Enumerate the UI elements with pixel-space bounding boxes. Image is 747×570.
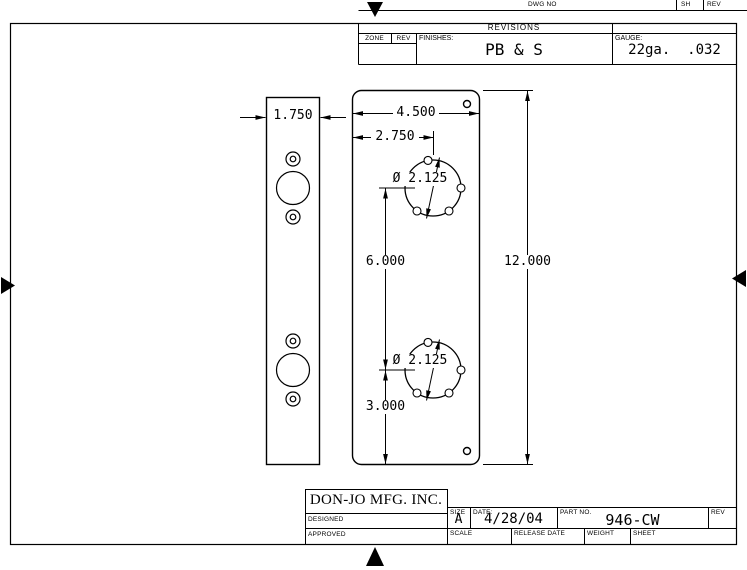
- center-mark-left: [1, 277, 15, 294]
- rev-label-bottom: REV: [711, 509, 725, 516]
- front-view-plate-outline: [351, 89, 481, 466]
- title-block-lines: [305, 489, 737, 545]
- corner-hole-bottom: [462, 446, 472, 456]
- revisions-title: REVISIONS: [487, 23, 541, 32]
- corner-hole-top: [462, 99, 472, 109]
- dimension-lines: [240, 90, 533, 465]
- dwg-no-label: DWG NO: [528, 1, 557, 8]
- side-view-plate-outline: [265, 96, 321, 466]
- part-no-label: PART NO.: [560, 509, 592, 516]
- date-value: 4/28/04: [483, 511, 543, 527]
- center-mark-right: [732, 270, 746, 287]
- weight-label: WEIGHT: [587, 530, 615, 537]
- date-label: DATE:: [473, 509, 493, 516]
- scale-label: SCALE: [450, 530, 473, 537]
- screw-hole: [285, 391, 301, 407]
- cylinder-hole-top: [275, 170, 311, 206]
- dim-plate-width: 4.500: [393, 105, 439, 121]
- screw-hole-inner: [289, 213, 297, 221]
- sh-label: SH: [681, 1, 691, 8]
- rev-label-top: REV: [707, 1, 721, 8]
- screw-hole-inner: [289, 337, 297, 345]
- sheet-frame: [9, 22, 738, 546]
- dim-hole-dia-top: Ø 2.125: [391, 171, 449, 187]
- side-view-features: [275, 151, 311, 407]
- dim-hole-center-offset: 2.750: [371, 129, 419, 145]
- cylinder-hole-bottom: [275, 352, 311, 388]
- center-mark-top: [367, 2, 383, 17]
- finishes-label: FINISHES:: [419, 35, 454, 42]
- gauge-label: GAUGE:: [615, 35, 643, 42]
- screw-hole-inner: [289, 155, 297, 163]
- dim-hole-dia-bottom: Ø 2.125: [391, 353, 449, 369]
- size-label: SIZE: [450, 509, 466, 516]
- rev-column-header: REV: [396, 35, 411, 42]
- part-no-value: 946-CW: [605, 511, 660, 529]
- screw-hole: [285, 209, 301, 225]
- dim-hole-spacing: 6.000: [361, 254, 410, 270]
- size-value: A: [454, 512, 463, 527]
- dim-side-plate-width: 1.750: [269, 108, 317, 124]
- zone-column-header: ZONE: [365, 35, 384, 42]
- dim-plate-height: 12.000: [499, 254, 556, 270]
- cylinder-notches-bottom: [412, 337, 466, 398]
- company-name: DON-JO MFG. INC.: [309, 492, 443, 508]
- screw-hole: [285, 333, 301, 349]
- approved-label: APPROVED: [308, 531, 346, 538]
- sheet-label: SHEET: [633, 530, 656, 537]
- release-date-label: RELEASE DATE: [514, 530, 566, 537]
- screw-hole: [285, 151, 301, 167]
- gauge-value: 22ga. .032: [628, 42, 721, 58]
- dim-bottom-hole-offset: 3.000: [361, 399, 410, 415]
- revisions-block-lines: [358, 23, 737, 65]
- top-strip-lines: [358, 0, 747, 11]
- finishes-value: PB & S: [485, 40, 543, 59]
- screw-hole-inner: [289, 395, 297, 403]
- designed-label: DESIGNED: [308, 516, 344, 523]
- center-mark-bottom: [366, 547, 384, 566]
